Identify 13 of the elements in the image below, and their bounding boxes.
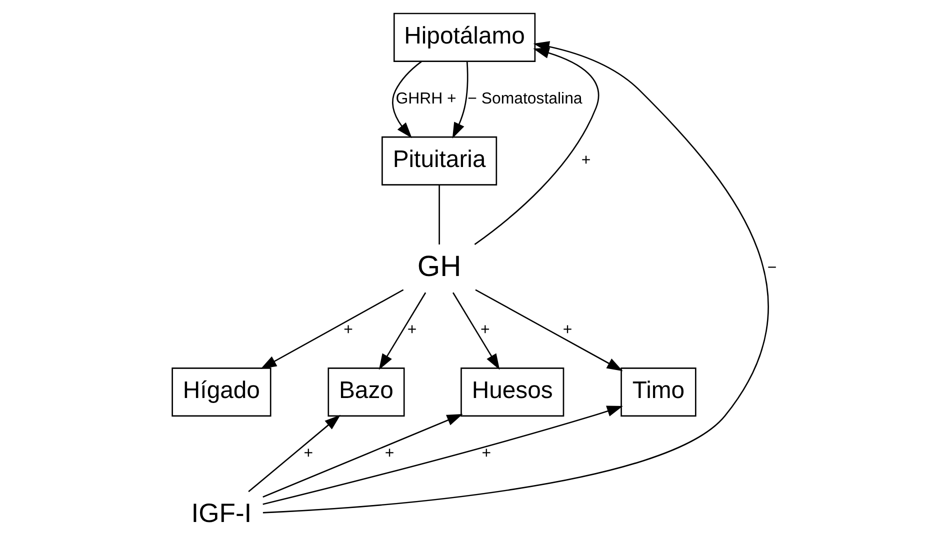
edge-label: − (766, 260, 776, 277)
edge-label: + (343, 321, 352, 338)
edge-label: + (303, 444, 313, 462)
edge-label: + (480, 321, 490, 338)
node-text: GH (416, 250, 461, 283)
edge-label: − Somatostalina (467, 90, 582, 108)
edge-label: + (406, 321, 416, 338)
edge-label: + (384, 444, 394, 462)
edge-label: + (481, 444, 491, 462)
edge-label: + (580, 152, 590, 170)
node-text: IGF-I (190, 498, 252, 528)
edge-label: GHRH + (395, 90, 456, 108)
edge-label: + (562, 321, 572, 338)
